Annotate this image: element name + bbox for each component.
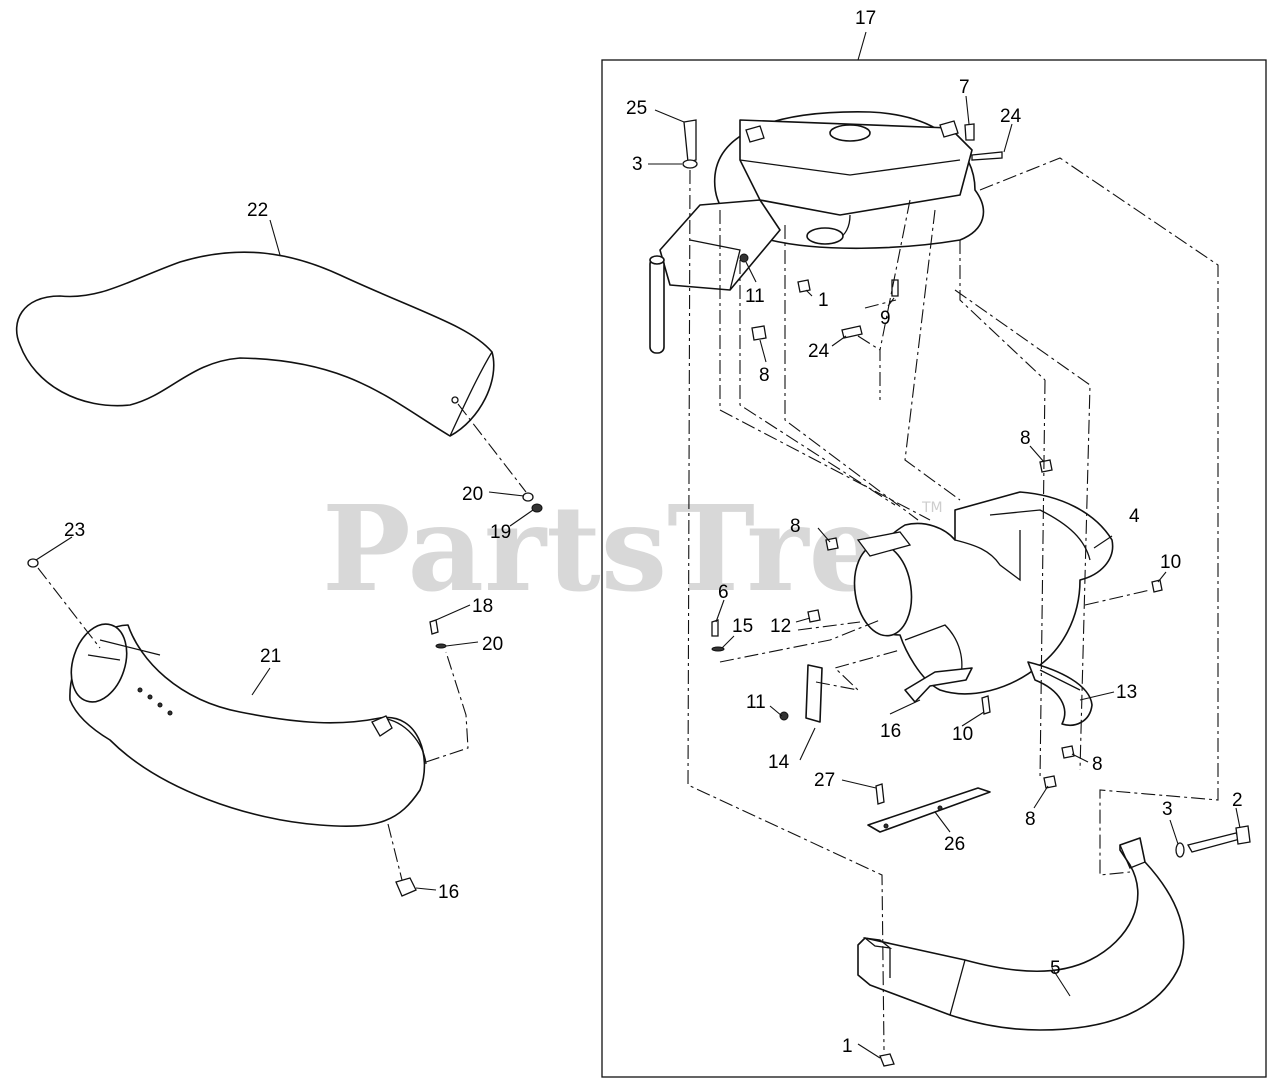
- callout-1-bottom: 1: [842, 1036, 853, 1057]
- callout-12: 12: [770, 616, 791, 637]
- hardware-23-bolt: [27, 558, 39, 568]
- callout-26: 26: [944, 834, 965, 855]
- hardware-8-nut-lower-right: [1061, 745, 1075, 759]
- hardware-9-bolt: [891, 279, 899, 297]
- callout-19: 19: [490, 522, 511, 543]
- right-leader-lines: [648, 95, 1241, 1059]
- hardware-10-bolt-lower: [981, 695, 991, 715]
- part-26-plate[interactable]: [867, 787, 991, 833]
- right-hardware: [682, 119, 1251, 1067]
- callout-22: 22: [247, 200, 268, 221]
- callout-27: 27: [814, 770, 835, 791]
- left-hardware: [27, 491, 543, 897]
- callout-25: 25: [626, 98, 647, 119]
- hardware-3-washer-handle: [1175, 842, 1185, 858]
- hardware-2-bolt: [1187, 832, 1242, 853]
- callout-3-handle: 3: [1162, 799, 1173, 820]
- assembly-17-label: 17: [855, 8, 876, 29]
- hardware-18-bolt: [429, 619, 439, 635]
- hardware-6-pin: [711, 619, 719, 637]
- hardware-8-nut-upper: [1039, 459, 1053, 473]
- hardware-11-nut-top: [739, 253, 749, 263]
- callout-11-lower: 11: [746, 692, 766, 713]
- callout-23: 23: [64, 520, 85, 541]
- part-4-chute-body[interactable]: [849, 491, 1114, 695]
- callout-8-lower-right: 8: [1092, 754, 1103, 775]
- hardware-24-bolt-top: [971, 151, 1003, 161]
- hardware-20-washer-upper: [522, 492, 534, 502]
- callout-14: 14: [768, 752, 790, 773]
- part-21-lower-chute[interactable]: [37, 567, 469, 881]
- callout-10-lower: 10: [952, 724, 973, 745]
- callout-8-upper: 8: [1020, 428, 1031, 449]
- assembly-17-frame: [601, 31, 1267, 1078]
- callout-16-right: 16: [880, 721, 901, 742]
- callout-21: 21: [260, 646, 281, 667]
- callout-24-mid: 24: [808, 341, 830, 362]
- callout-5: 5: [1050, 958, 1061, 979]
- callout-24-top: 24: [1000, 106, 1022, 127]
- callout-13: 13: [1116, 682, 1137, 703]
- hardware-10-bolt-right: [1151, 579, 1163, 593]
- callout-1-top: 1: [818, 290, 829, 311]
- part-5-handle[interactable]: [857, 837, 1185, 1031]
- right-dashed-lines: [687, 157, 1219, 1051]
- callout-11-top: 11: [745, 286, 765, 307]
- hardware-11-nut-lower: [779, 711, 789, 721]
- callout-4: 4: [1129, 506, 1140, 527]
- callout-7: 7: [959, 77, 970, 98]
- chute-rotator-assembly[interactable]: [649, 111, 985, 354]
- callout-9: 9: [880, 308, 891, 329]
- callout-16-left: 16: [438, 882, 459, 903]
- callout-20-lower: 20: [482, 634, 503, 655]
- hardware-24-bolt-mid: [841, 325, 863, 339]
- hardware-8-nut-bottom: [1043, 775, 1057, 789]
- hardware-1-nut-top: [797, 279, 811, 293]
- callout-2: 2: [1232, 790, 1243, 811]
- callout-8-top: 8: [759, 365, 770, 386]
- callout-15: 15: [732, 616, 753, 637]
- hardware-3-washer-top: [682, 159, 698, 169]
- hardware-15-clip: [711, 646, 725, 652]
- callout-6: 6: [718, 582, 729, 603]
- callout-20-upper: 20: [462, 484, 483, 505]
- part-22-upper-chute[interactable]: [15, 219, 527, 493]
- hardware-7-bolt: [964, 123, 975, 141]
- hardware-1-nut-bottom: [879, 1053, 895, 1067]
- hardware-12-nut: [807, 609, 821, 623]
- hardware-20-washer-lower: [435, 643, 447, 649]
- callout-8-bottom: 8: [1025, 809, 1036, 830]
- hardware-19-nut: [531, 503, 543, 513]
- callout-3-top: 3: [632, 154, 643, 175]
- hardware-25-bolt: [683, 119, 697, 163]
- hardware-16-knob-left: [395, 877, 417, 897]
- part-14-bracket[interactable]: [799, 664, 823, 761]
- callout-10-right: 10: [1160, 552, 1181, 573]
- callout-labels: 17 22 23 21 18 20 20 19 16 25 3 7 24 11 …: [64, 8, 1243, 1057]
- watermark-trademark: TM: [921, 500, 943, 516]
- hardware-8-nut-top: [751, 325, 767, 341]
- hardware-27-bolt: [875, 783, 885, 805]
- callout-18: 18: [472, 596, 493, 617]
- watermark-text: PartsTree: [322, 479, 959, 618]
- callout-8-left: 8: [790, 516, 801, 537]
